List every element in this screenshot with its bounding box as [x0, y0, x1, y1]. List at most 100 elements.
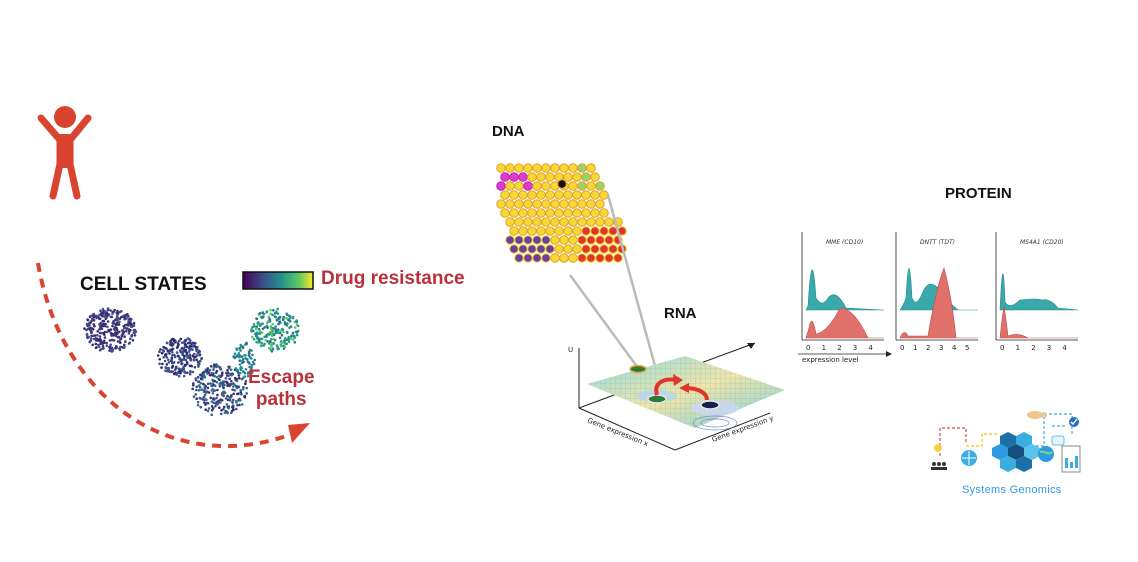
umap-cell-point — [177, 374, 181, 378]
umap-cell-point — [196, 400, 200, 404]
umap-cell-point — [104, 322, 107, 326]
rna-label: RNA — [664, 305, 697, 322]
umap-cell-point — [196, 351, 200, 355]
umap-cell-point — [132, 324, 136, 328]
umap-cell-point — [168, 370, 171, 373]
umap-cell-point — [102, 332, 106, 335]
umap-cell-point — [201, 388, 204, 391]
umap-cell-point — [250, 328, 253, 331]
umap-cell-point — [177, 367, 181, 370]
rna-axis-u: U — [568, 346, 573, 354]
umap-cell-point — [132, 321, 136, 325]
umap-cell-point — [130, 334, 134, 337]
umap-cell-point — [239, 368, 243, 372]
umap-cell-point — [83, 327, 86, 330]
umap-cell-point — [259, 324, 262, 327]
umap-cell-point — [250, 366, 253, 369]
umap-cell-point — [117, 322, 120, 326]
ridge-teal — [999, 273, 1079, 311]
umap-cell-point — [223, 411, 227, 415]
umap-cell-point — [189, 339, 192, 342]
dna-cell — [505, 181, 515, 191]
umap-cell-point — [183, 345, 186, 349]
dna-cell — [532, 235, 542, 245]
umap-cell-point — [240, 355, 244, 358]
dna-cell — [613, 253, 623, 263]
dna-cell — [527, 244, 537, 254]
umap-cell-point — [226, 384, 229, 388]
umap-cell-point — [246, 357, 249, 361]
umap-cell-point — [239, 389, 242, 392]
umap-cell-point — [126, 315, 130, 318]
umap-cell-point — [182, 368, 185, 371]
dna-cell — [527, 208, 537, 218]
umap-cell-point — [229, 368, 233, 372]
umap-cell-point — [206, 382, 210, 386]
umap-cell-point — [92, 337, 96, 341]
umap-cell-point — [176, 345, 179, 349]
umap-cell-point — [211, 392, 215, 395]
umap-cell-point — [231, 401, 234, 404]
umap-cell-point — [197, 388, 201, 392]
umap-cell-point — [163, 359, 167, 363]
umap-cell-point — [180, 369, 184, 373]
umap-cell-point — [267, 332, 270, 336]
umap-cell-point — [226, 394, 229, 398]
umap-cell-point — [290, 337, 293, 341]
umap-cell-point — [212, 397, 215, 401]
umap-cell-point — [172, 339, 176, 343]
umap-cell-point — [127, 319, 130, 323]
umap-cell-point — [199, 373, 203, 377]
umap-cell-point — [188, 353, 191, 356]
umap-cell-point — [246, 374, 250, 378]
umap-cell-point — [167, 358, 170, 362]
umap-cell-point — [92, 316, 95, 319]
umap-cell-point — [232, 408, 235, 411]
umap-cell-point — [162, 356, 166, 359]
umap-cell-point — [170, 366, 174, 369]
umap-cell-point — [245, 341, 248, 345]
umap-cell-point — [241, 346, 245, 350]
dna-cell — [500, 190, 510, 200]
dna-cell — [514, 163, 524, 173]
ridge-tick: 4 — [1062, 344, 1067, 352]
umap-cell-point — [210, 371, 213, 375]
ridge-red — [805, 307, 884, 339]
umap-cell-point — [195, 358, 198, 362]
umap-cell-point — [125, 317, 128, 320]
umap-cell-point — [203, 401, 206, 404]
umap-cell-point — [261, 327, 265, 331]
umap-cell-point — [197, 363, 200, 366]
umap-cell-point — [156, 354, 160, 357]
umap-cell-point — [180, 362, 184, 365]
umap-cell-point — [98, 317, 102, 321]
dna-cell — [545, 172, 555, 182]
umap-cell-point — [114, 334, 118, 337]
dna-cell — [518, 208, 528, 218]
umap-cell-point — [223, 383, 226, 387]
dna-cell — [505, 235, 515, 245]
umap-cell-point — [247, 371, 250, 374]
umap-cell-point — [165, 363, 169, 366]
umap-cell-point — [234, 400, 238, 403]
umap-cell-point — [212, 389, 216, 392]
umap-cell-point — [219, 368, 222, 371]
dna-cell — [509, 172, 519, 182]
umap-cell-point — [105, 330, 109, 334]
umap-cell-point — [197, 380, 201, 383]
umap-cell-point — [277, 328, 280, 332]
umap-cell-point — [199, 377, 203, 381]
umap-cell-point — [175, 351, 179, 354]
umap-cell-point — [285, 342, 288, 346]
umap-cell-point — [279, 329, 283, 333]
umap-cell-point — [219, 401, 222, 404]
ridge-title: MS4A1 (CD20) — [1020, 239, 1064, 246]
ridge-tick: 3 — [939, 344, 943, 352]
umap-cell-point — [245, 386, 249, 390]
umap-cell-point — [243, 353, 246, 357]
umap-cell-point — [106, 320, 110, 323]
umap-cell-point — [218, 384, 222, 388]
umap-cell-point — [252, 337, 256, 341]
umap-cell-point — [164, 346, 167, 350]
umap-cell-point — [237, 392, 240, 396]
